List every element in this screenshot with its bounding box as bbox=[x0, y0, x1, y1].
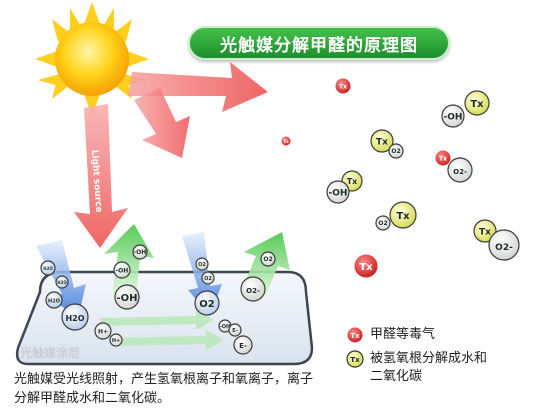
oxygen-ion: O2- bbox=[240, 276, 266, 302]
molecule-label: Tx bbox=[359, 262, 373, 273]
legend-item-decomposed: Tx 被氢氧根分解成水和二氧化碳 bbox=[346, 350, 496, 386]
legend-symbol: Tx bbox=[350, 332, 360, 340]
molecule-label: O2- bbox=[246, 287, 260, 295]
diagram-caption: 光触媒受光线照射，产生氢氧根离子和氧离子，离子分解甲醛成水和二氧化碳。 bbox=[14, 372, 314, 406]
water-molecule: H2O bbox=[55, 275, 69, 289]
molecule-label: -OH bbox=[116, 293, 137, 304]
molecule-label: Tx bbox=[339, 84, 347, 91]
legend-item-toxic: Tx 甲醛等毒气 bbox=[346, 326, 435, 344]
molecule-label: H+ bbox=[112, 338, 120, 344]
hydroxide-ion: -OH bbox=[114, 284, 140, 310]
hydroxide-ion: -OH bbox=[326, 180, 350, 204]
electron: E- bbox=[233, 335, 253, 355]
molecule-label: Tx bbox=[376, 138, 388, 148]
molecule-label: H2O bbox=[43, 266, 53, 271]
legend-symbol: Tx bbox=[350, 356, 360, 364]
light-arrow-right bbox=[128, 62, 268, 112]
molecule-label: -OH bbox=[220, 324, 231, 330]
water-molecule: H2O bbox=[45, 291, 63, 309]
molecule-label: O2- bbox=[453, 168, 467, 176]
molecule-label: Tx bbox=[470, 99, 484, 110]
formaldehyde-molecule: Tx bbox=[353, 253, 379, 279]
toxic-gas-icon: Tx bbox=[346, 326, 364, 344]
molecule-label: Tx bbox=[347, 177, 358, 186]
legend-text-toxic: 甲醛等毒气 bbox=[370, 327, 436, 342]
decomposed-molecule: Tx bbox=[370, 129, 394, 153]
oxygen-molecule: O2 bbox=[388, 143, 404, 159]
molecule-label: O2- bbox=[495, 243, 513, 253]
formaldehyde-molecule: Tx bbox=[280, 135, 292, 147]
decomposed-molecule-icon: Tx bbox=[346, 350, 364, 368]
molecule-label: Tx bbox=[439, 156, 447, 163]
sun-icon bbox=[35, 2, 149, 116]
diagram-title: 光触媒分解甲醛的原理图 bbox=[188, 26, 450, 60]
molecule-label: -OH bbox=[329, 189, 348, 199]
molecule-label: E- bbox=[232, 328, 238, 334]
molecule-label: H2O bbox=[57, 280, 67, 285]
coating-watermark: 光触媒涂层 bbox=[20, 346, 81, 360]
molecule-label: H2O bbox=[48, 299, 60, 305]
electron: E- bbox=[228, 323, 242, 337]
oxygen-molecule: O2 bbox=[194, 290, 220, 316]
oxygen-molecule: O2 bbox=[375, 215, 391, 231]
light-arrow-diagonal bbox=[134, 88, 190, 158]
molecule-label: O2 bbox=[391, 148, 400, 155]
hydroxide-ion: -OH bbox=[113, 261, 131, 279]
water-molecule: H2O bbox=[61, 303, 89, 331]
decomposed-molecule: Tx bbox=[389, 201, 417, 229]
molecule-label: H+ bbox=[98, 329, 108, 336]
formaldehyde-molecule: Tx bbox=[434, 149, 452, 167]
molecule-label: Tx bbox=[283, 139, 289, 144]
molecule-label: -OH bbox=[116, 268, 129, 275]
water-molecule: H2O bbox=[40, 260, 56, 276]
molecule-label: O2 bbox=[378, 220, 387, 227]
hydroxide-ion: -OH bbox=[441, 104, 465, 128]
flow-arrow bbox=[100, 310, 214, 330]
hole: H+ bbox=[94, 322, 112, 340]
formaldehyde-molecule: Tx bbox=[334, 77, 352, 95]
oxygen-molecule: O2 bbox=[201, 271, 215, 285]
molecule-label: O2 bbox=[198, 262, 206, 268]
oxygen-ion: O2- bbox=[488, 229, 520, 261]
light-source-arrow bbox=[74, 104, 128, 248]
oxygen-molecule: O2 bbox=[195, 257, 209, 271]
molecule-layer: TxTxTxTxTxTxTxTxTx-OH-OH-OH-OH-OH-OHO2-O… bbox=[40, 77, 520, 355]
green-arrow-left bbox=[104, 224, 154, 298]
molecule-label: Tx bbox=[479, 228, 491, 238]
light-source-label: Light source bbox=[89, 150, 103, 213]
molecule-label: O2 bbox=[204, 276, 212, 282]
molecule-label: Tx bbox=[396, 211, 410, 222]
molecule-label: -OH bbox=[444, 113, 463, 123]
flow-arrow bbox=[110, 330, 224, 350]
oxygen-ion: O2- bbox=[447, 157, 473, 183]
decomposed-molecule: Tx bbox=[464, 90, 490, 116]
decomposed-molecule: Tx bbox=[473, 219, 497, 243]
hole: H+ bbox=[109, 333, 123, 347]
hydroxide-ion: -OH bbox=[132, 244, 148, 260]
molecule-label: O2 bbox=[199, 299, 215, 310]
legend-text-decomposed: 被氢氧根分解成水和二氧化碳 bbox=[370, 351, 488, 384]
oxygen-molecule: O2 bbox=[260, 251, 276, 267]
molecule-label: O2 bbox=[263, 256, 272, 263]
molecule-label: E- bbox=[239, 342, 247, 350]
molecule-label: -OH bbox=[134, 249, 147, 256]
molecule-label: H2O bbox=[65, 314, 84, 323]
